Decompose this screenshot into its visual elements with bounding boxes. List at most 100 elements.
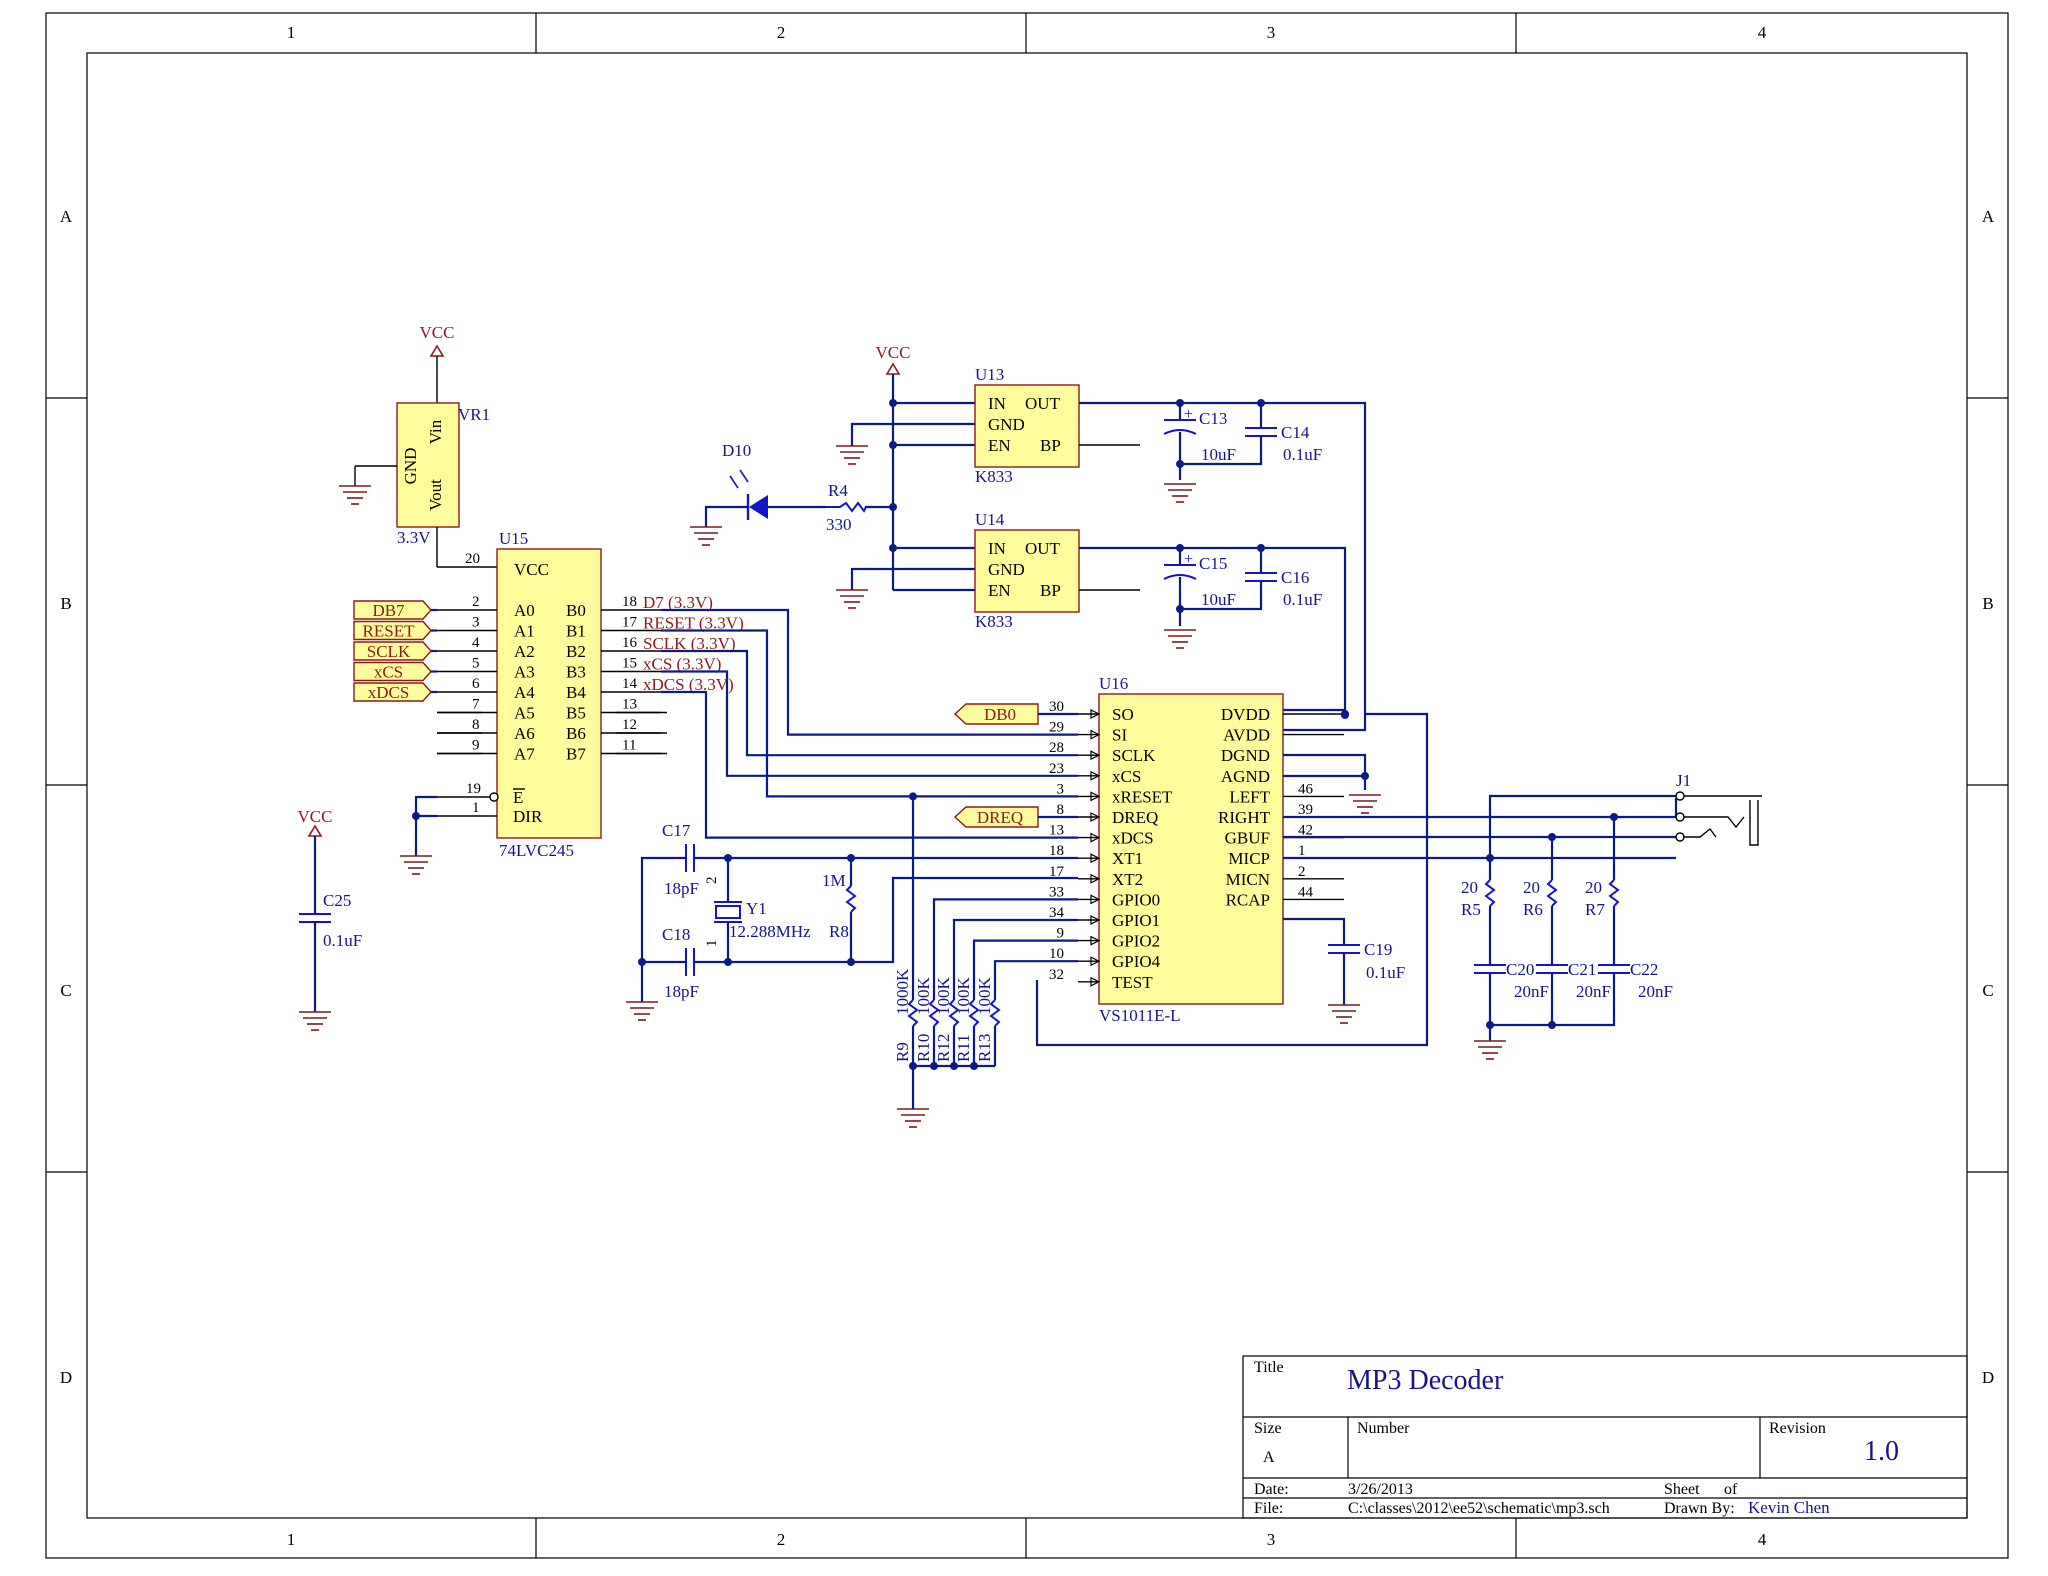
- u16-pin-sclk-num: 28: [1049, 740, 1064, 756]
- u16-pin-xt1-label: XT1: [1112, 849, 1143, 868]
- u16-pin-xt2-num: 17: [1049, 864, 1065, 880]
- row-label-right-a: A: [1982, 207, 1995, 226]
- r11-ref: R11: [954, 1034, 973, 1062]
- u16-pin-gbuf-num: 42: [1298, 823, 1313, 839]
- resistor-r10: [928, 999, 940, 1027]
- of-label: of: [1724, 1481, 1738, 1498]
- r4-value: 330: [826, 515, 852, 534]
- r13-ref: R13: [975, 1034, 994, 1062]
- c16-ref: C16: [1281, 568, 1309, 587]
- u14-ref: U14: [975, 510, 1005, 529]
- port-db7-label: DB7: [372, 601, 405, 620]
- u15-pin-a2-label: A2: [514, 642, 535, 661]
- u16-pin-gpio1-num: 34: [1049, 905, 1065, 921]
- u15-dir-pin-num: 1: [472, 800, 480, 816]
- ground-symbol-gpio: [897, 1108, 929, 1128]
- audio-output: J1: [1283, 771, 1762, 1060]
- u16-pin-agnd-label: AGND: [1221, 767, 1270, 786]
- col-label-bottom-4: 4: [1758, 1530, 1767, 1549]
- resistor-r12: [948, 999, 960, 1027]
- u15-e-pin: E: [513, 788, 523, 807]
- net-reset-3-3v: RESET (3.3V): [643, 614, 744, 633]
- ground-symbol-d10: [690, 526, 722, 546]
- date-label: Date:: [1254, 1481, 1289, 1498]
- u13-part: K833: [975, 467, 1013, 486]
- ground-symbol-crystal: [626, 1001, 658, 1021]
- r4-ref: R4: [828, 481, 848, 500]
- u16-pin-dvdd-label: DVDD: [1221, 705, 1270, 724]
- u15-pin-a2-num: 4: [472, 635, 480, 651]
- u15-pin-b4-label: B4: [566, 683, 586, 702]
- col-label-bottom-3: 3: [1267, 1530, 1276, 1549]
- c21-ref: C21: [1568, 960, 1596, 979]
- c15-value: 10uF: [1201, 590, 1236, 609]
- c20-ref: C20: [1506, 960, 1534, 979]
- u16-pin-test-label: TEST: [1112, 973, 1153, 992]
- c14-value: 0.1uF: [1283, 445, 1322, 464]
- c13-ref: C13: [1199, 409, 1227, 428]
- row-label-left-b: B: [60, 594, 71, 613]
- u16-pin-left-label: LEFT: [1229, 787, 1270, 806]
- y1-crystal: [715, 905, 741, 919]
- vcc-label-c25: VCC: [298, 807, 333, 826]
- r12-ref: R12: [934, 1034, 953, 1062]
- u16-left-pins: SO30SI29SCLK28xCS23xRESET3DREQ8xDCS13XT1…: [1049, 699, 1173, 992]
- port-db7: [353, 600, 432, 620]
- col-label-bottom-1: 1: [287, 1530, 296, 1549]
- port-dreq-label: DREQ: [977, 808, 1023, 827]
- u16-pin-gpio1-label: GPIO1: [1112, 911, 1160, 930]
- vr1-regulator: VCC VR1 Vin GND Vout 3.3V 20: [339, 323, 497, 568]
- port-reset: [353, 620, 432, 641]
- row-label-right-d: D: [1982, 1368, 1994, 1387]
- port-db0-label: DB0: [984, 705, 1016, 724]
- d10-ref: D10: [722, 441, 751, 460]
- u16-pin-si-label: SI: [1112, 726, 1127, 745]
- file-label: File:: [1254, 1500, 1283, 1517]
- r7-ref: R7: [1585, 900, 1605, 919]
- u15-pin-a3-num: 5: [472, 656, 480, 672]
- u15-part: 74LVC245: [499, 841, 574, 860]
- r9-value: 1000K: [893, 968, 912, 1015]
- title-block: Title MP3 Decoder Size A Number Revision…: [1242, 1355, 1968, 1519]
- c14-ref: C14: [1281, 423, 1310, 442]
- u16-pin-micp-num: 1: [1298, 843, 1306, 859]
- y1-pin2: 2: [704, 877, 720, 885]
- u13-gnd-pin: GND: [988, 415, 1025, 434]
- u16-pin-so-num: 30: [1049, 699, 1064, 715]
- vcc-symbol-c25: [307, 824, 323, 837]
- u15-dir-pin: DIR: [513, 807, 543, 826]
- u16-ref: U16: [1099, 674, 1128, 693]
- u15-pin-b2-label: B2: [566, 642, 586, 661]
- port-sclk-label: SCLK: [367, 642, 411, 661]
- r6-ref: R6: [1523, 900, 1543, 919]
- row-label-right-b: B: [1982, 594, 1993, 613]
- j1-ref: J1: [1676, 771, 1691, 790]
- row-label-left-d: D: [60, 1368, 72, 1387]
- y1-ref: Y1: [746, 899, 767, 918]
- c13-value: 10uF: [1201, 445, 1236, 464]
- u15-pin-b7-label: B7: [566, 745, 586, 764]
- vcc-label-ldo: VCC: [876, 343, 911, 362]
- y1-pin1: 1: [704, 940, 720, 948]
- u16-pin-gpio0-num: 33: [1049, 884, 1064, 900]
- c20-value: 20nF: [1514, 982, 1549, 1001]
- u16-pin-right-label: RIGHT: [1218, 808, 1271, 827]
- c25-ref: C25: [323, 891, 351, 910]
- u15-pin-b1-num: 17: [622, 615, 638, 631]
- port-sclk: [353, 641, 432, 661]
- r13-value: 100K: [975, 977, 994, 1016]
- u16-pin-xt1-num: 18: [1049, 843, 1064, 859]
- u15-pin-b3-label: B3: [566, 663, 586, 682]
- u16-pin-gpio4-label: GPIO4: [1112, 952, 1161, 971]
- resistor-r9: [907, 999, 919, 1027]
- col-label-top-1: 1: [287, 23, 296, 42]
- c16-value: 0.1uF: [1283, 590, 1322, 609]
- row-label-left-a: A: [60, 207, 73, 226]
- u14-bp-pin: BP: [1040, 581, 1061, 600]
- c18-ref: C18: [662, 925, 690, 944]
- y1-value: 12.288MHz: [729, 922, 811, 941]
- c25-value: 0.1uF: [323, 931, 362, 950]
